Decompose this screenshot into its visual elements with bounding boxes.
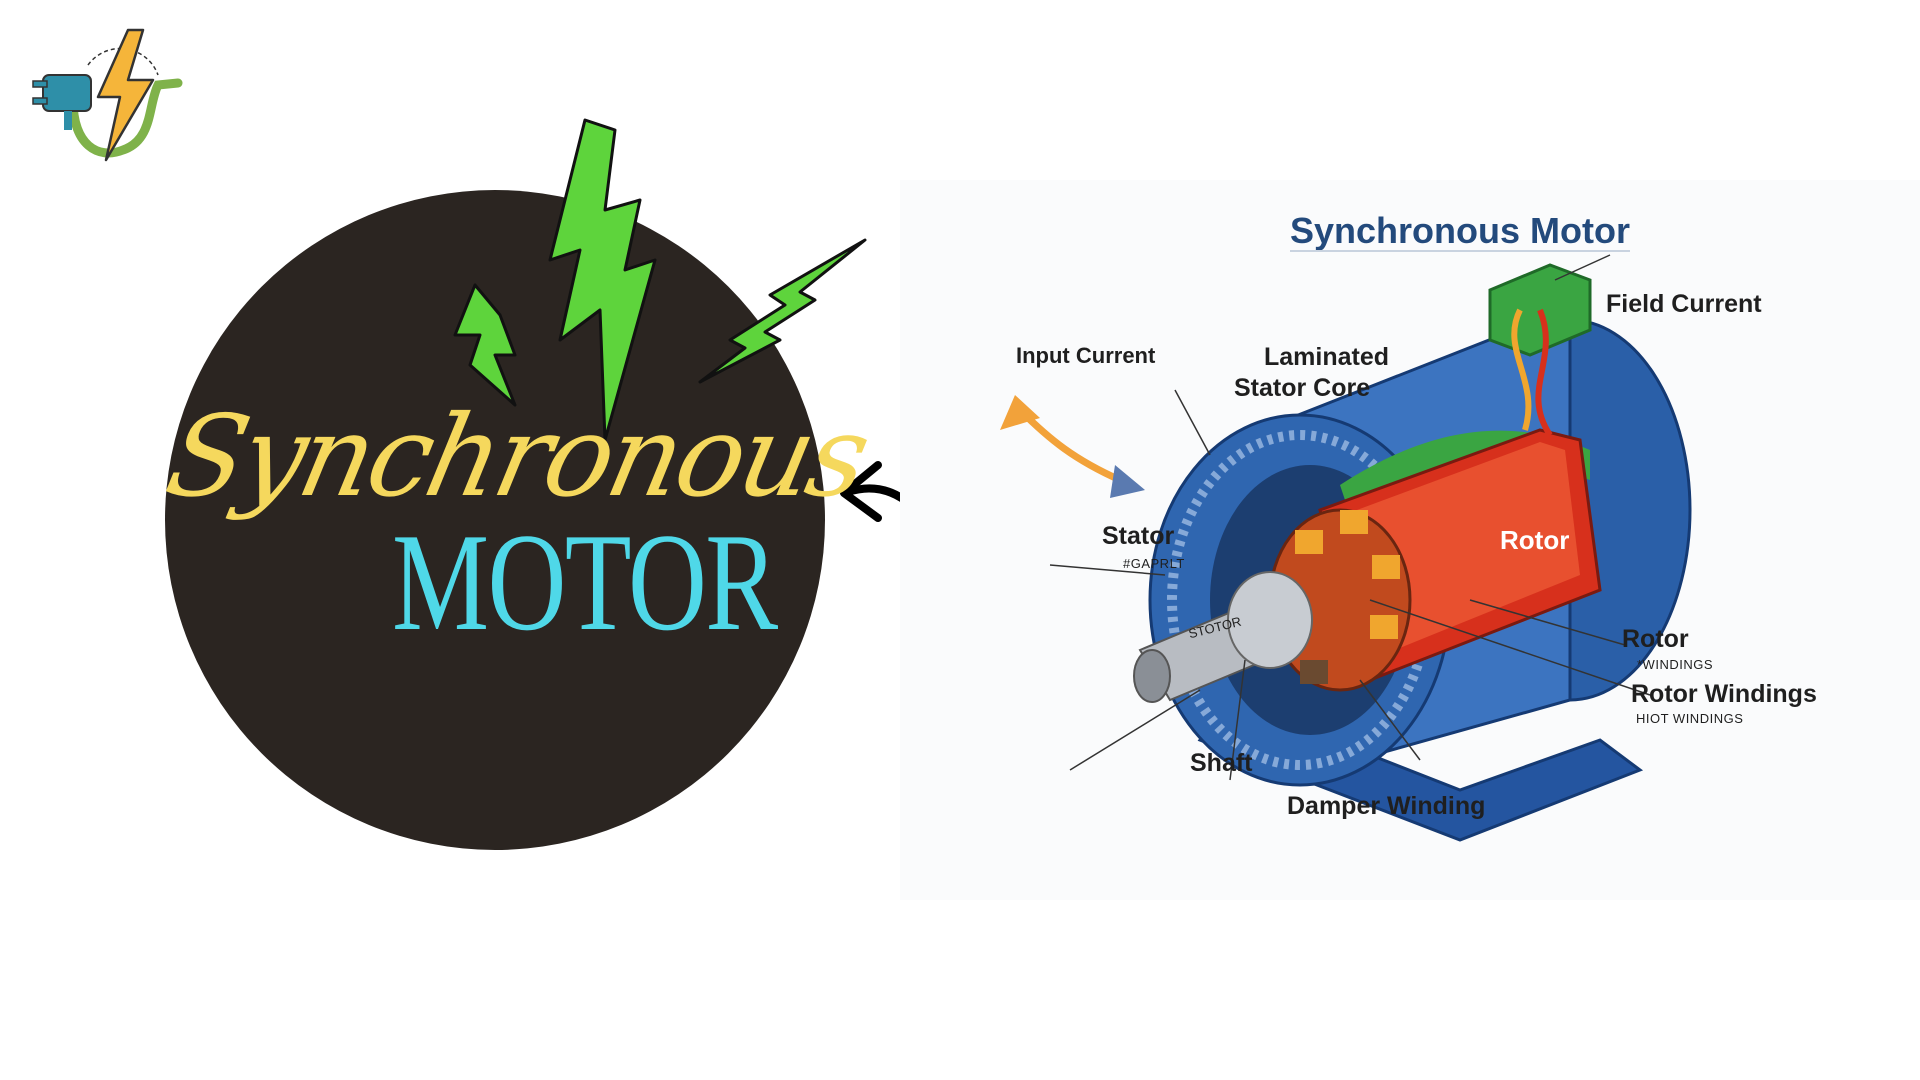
label-rotor-inner: Rotor [1500, 525, 1570, 555]
diagram-title: Synchronous Motor [1290, 210, 1630, 251]
title-underline [1290, 250, 1630, 252]
motor-diagram: Synchronous Motor Field Current Input Cu… [900, 180, 1920, 900]
lightning-bolt-icon [453, 118, 867, 442]
label-rotor-windings: Rotor Windings [1631, 680, 1817, 708]
badge-motor-title: MOTOR [392, 505, 778, 660]
motor-illustration [1000, 254, 1692, 842]
lightning-bolt-icon [548, 118, 657, 442]
lightning-bolt-icon [698, 238, 867, 384]
label-stator-core: Stator Core [1234, 374, 1371, 402]
label-rotor-windings-sub: HIOT WINDINGS [1636, 711, 1744, 726]
badge-script-title: Synchronous [156, 392, 877, 522]
label-shaft: Shaft [1190, 749, 1253, 777]
label-field-current: Field Current [1606, 290, 1762, 318]
label-stator: Stator [1102, 522, 1175, 550]
plug-lightning-logo-icon [32, 28, 183, 162]
lightning-bolt-icon [453, 283, 517, 407]
label-stator-sub: #GAPRLT [1123, 556, 1185, 571]
label-input-current: Input Current [1016, 343, 1156, 368]
title-badge-circle [165, 190, 825, 850]
label-damper-winding: Damper Winding [1287, 792, 1486, 820]
label-laminated: Laminated [1264, 343, 1390, 371]
label-rotor-sub: *WINDINGS [1637, 657, 1713, 672]
label-rotor: Rotor [1622, 625, 1689, 653]
